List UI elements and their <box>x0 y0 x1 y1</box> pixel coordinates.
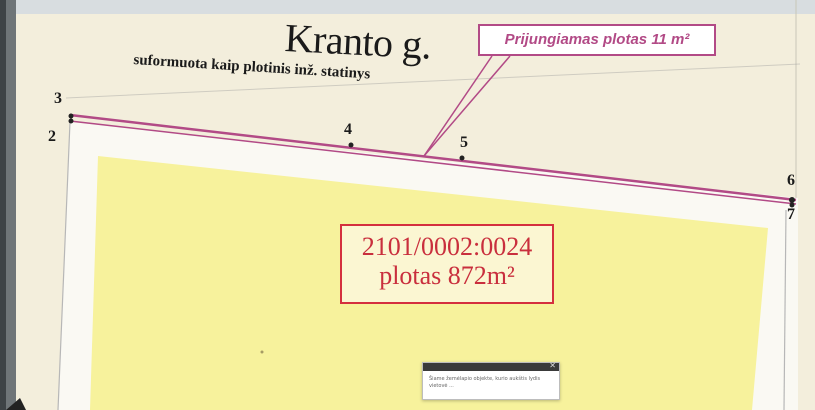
close-icon[interactable]: ✕ <box>549 361 556 370</box>
attached-area-callout: Prijungiamas plotas 11 m² <box>478 24 716 56</box>
boundary-line-outer <box>69 113 797 202</box>
tooltip-header: ✕ <box>423 361 559 371</box>
point-label-3: 3 <box>54 90 62 107</box>
point-label-6: 6 <box>787 172 795 189</box>
parcel-area: plotas 872m² <box>379 261 515 290</box>
point-2-marker <box>68 118 74 124</box>
point-7-marker <box>789 202 795 208</box>
street-name-label: Kranto g. <box>283 14 433 68</box>
parcel-right-edge <box>783 209 787 410</box>
boundary-line-inner <box>69 120 797 205</box>
callout-pointer-right <box>423 55 511 157</box>
callout-pointer-left <box>423 55 493 157</box>
tooltip-text: Šiame žemėlapio objekte, kurio aukštis l… <box>429 376 541 389</box>
cursor-fragment <box>6 398 26 410</box>
point-label-4: 4 <box>344 121 352 138</box>
point-4-marker <box>348 142 354 148</box>
parcel-id: 2101/0002:0024 <box>361 232 533 261</box>
top-band <box>0 0 815 14</box>
point-label-2: 2 <box>48 128 56 145</box>
street-edge-line <box>65 63 801 99</box>
parcel-left-edge <box>57 121 71 410</box>
left-edge-shadow <box>0 0 6 410</box>
point-6-marker <box>789 197 795 203</box>
point-label-7: 7 <box>787 206 795 223</box>
parcel-dot <box>260 350 264 354</box>
point-3-marker <box>68 113 74 119</box>
point-label-5: 5 <box>460 134 468 151</box>
point-5-marker <box>459 155 465 161</box>
parcel-label-box: 2101/0002:0024 plotas 872m² <box>340 224 554 304</box>
map-tooltip[interactable]: ✕ Šiame žemėlapio objekte, kurio aukštis… <box>422 361 560 400</box>
